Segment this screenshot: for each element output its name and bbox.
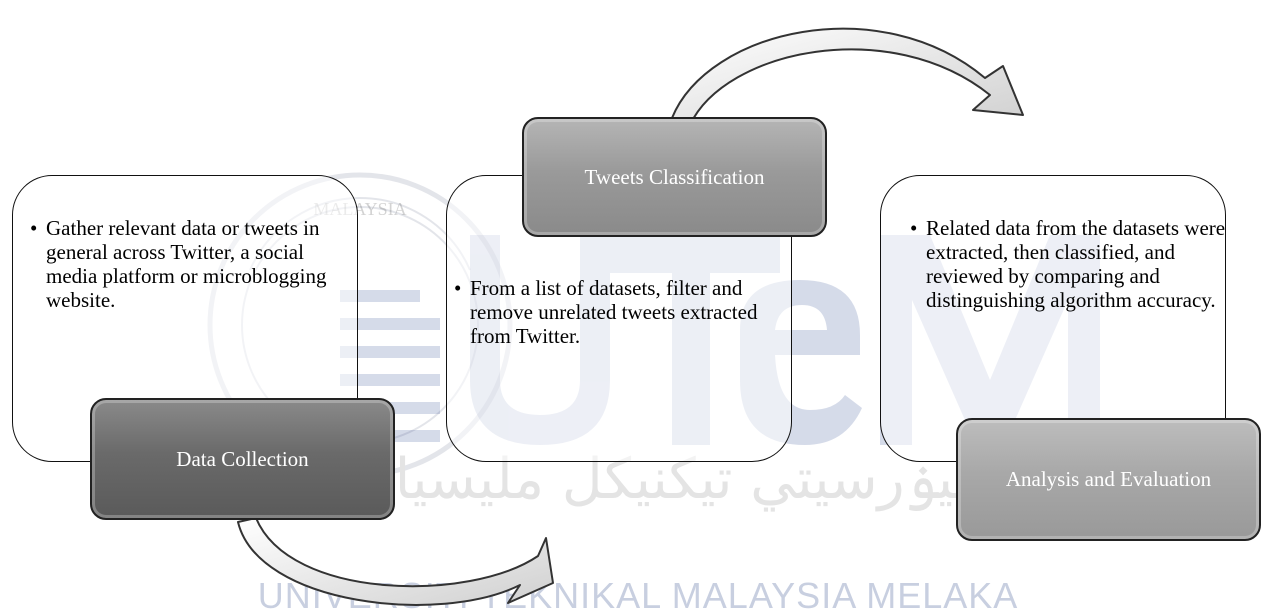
step-label-data-collection: Data Collection [90,398,395,520]
bullet-icon: • [30,216,38,240]
step-description-data-collection: • Gather relevant data or tweets in gener… [30,216,346,312]
step-description-text: Gather relevant data or tweets in genera… [46,216,327,312]
bullet-icon: • [910,216,918,240]
step-label-analysis-evaluation: Analysis and Evaluation [956,418,1261,541]
top-curved-arrow [671,27,1024,126]
step-description-analysis-evaluation: • Related data from the datasets were ext… [910,216,1226,312]
step-description-text: From a list of datasets, filter and remo… [470,276,758,348]
step-label-tweets-classification: Tweets Classification [522,117,827,237]
step-description-tweets-classification: • From a list of datasets, filter and rem… [454,276,790,348]
bullet-icon: • [454,276,462,300]
bottom-curved-arrow [237,517,554,606]
step-description-text: Related data from the datasets were extr… [926,216,1226,312]
